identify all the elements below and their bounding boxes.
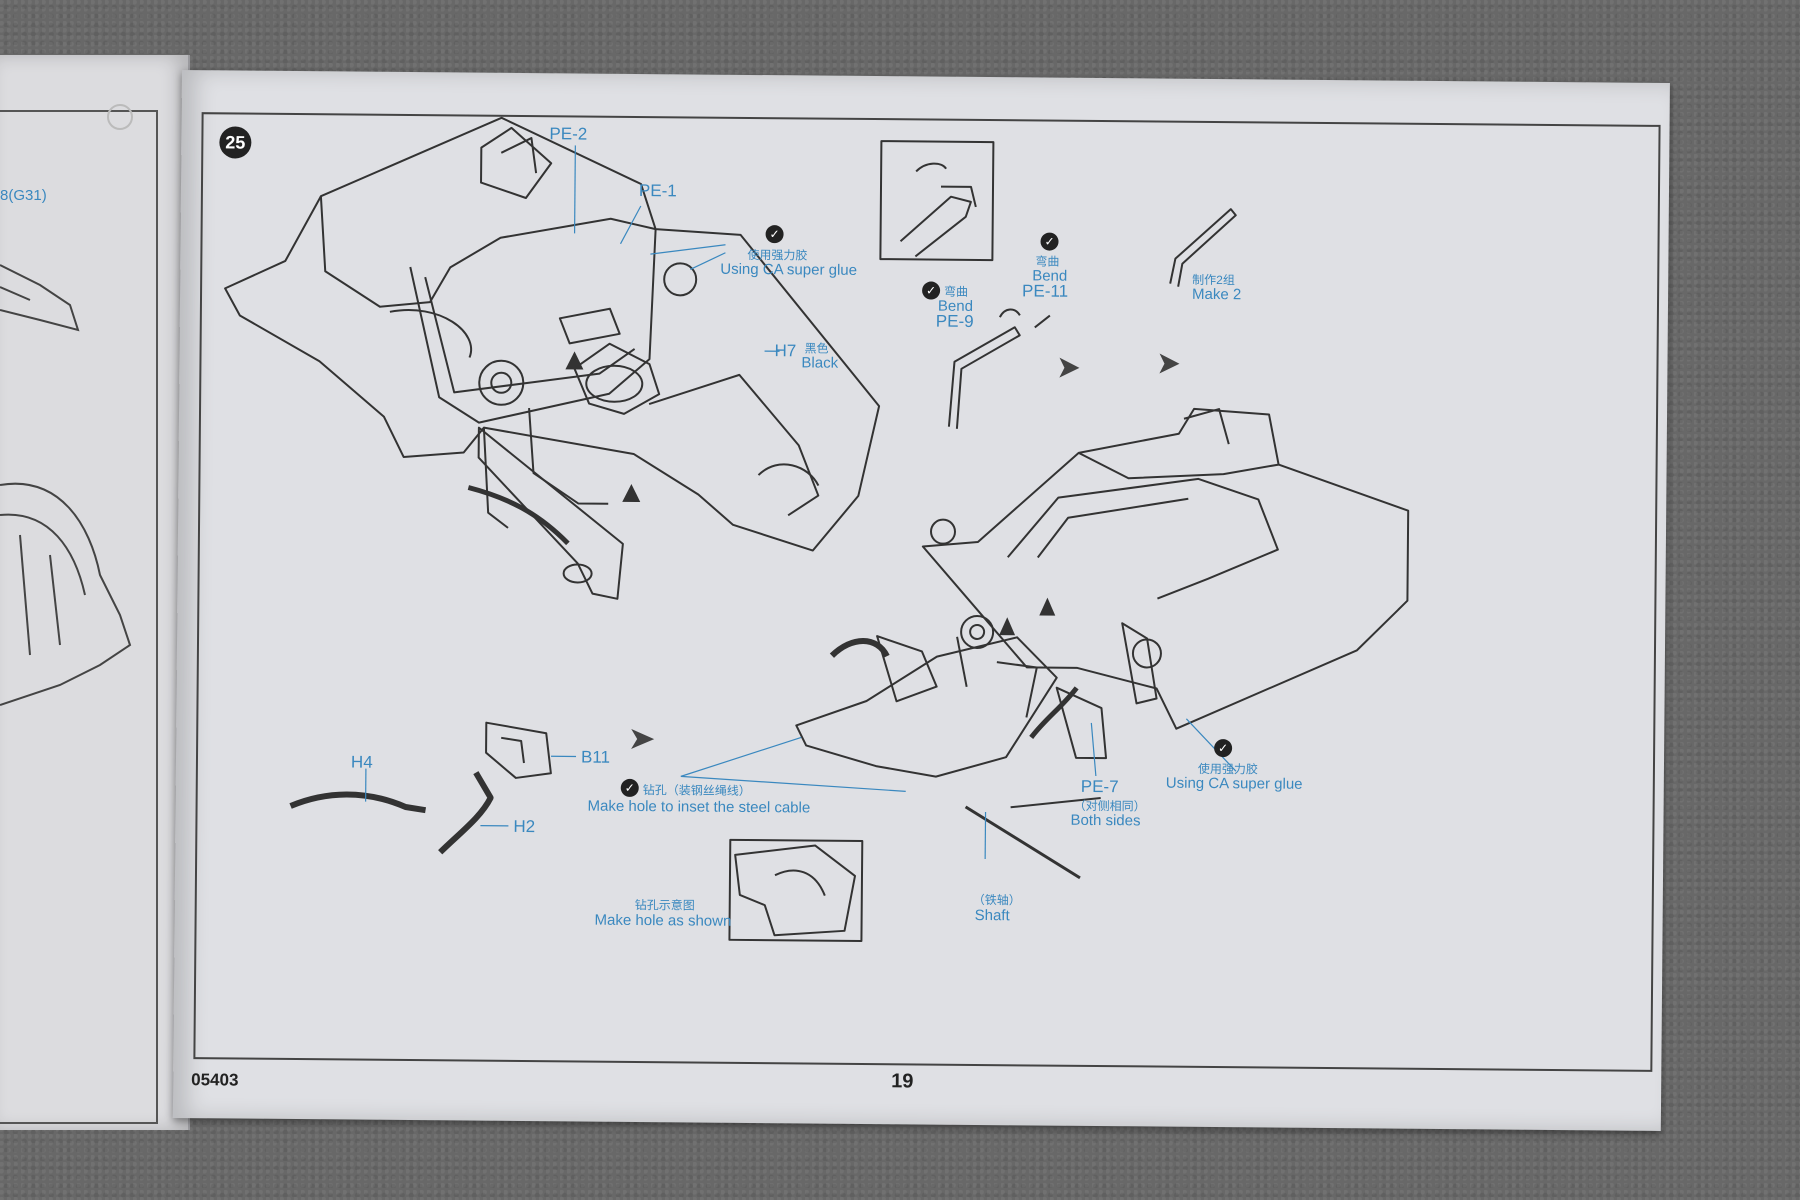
left-fragment-label: 8(G31) <box>0 187 47 204</box>
label-glue-top-en: Using CA super glue <box>720 260 858 279</box>
tick-icon: ✓ <box>1040 232 1059 251</box>
label-pe11: PE-11 <box>1022 281 1069 301</box>
label-both-en: Both sides <box>1070 811 1141 830</box>
tick-icon: ✓ <box>620 778 639 798</box>
chassis-top-left <box>224 116 881 552</box>
label-glue-bottom-en: Using CA super glue <box>1165 774 1303 793</box>
tick-icon: ✓ <box>1214 739 1233 758</box>
inset-bend-detail <box>879 140 995 262</box>
instruction-page: 25 <box>172 70 1670 1131</box>
loose-parts <box>289 721 552 855</box>
product-code: 05403 <box>191 1070 239 1090</box>
side-panel <box>467 426 624 600</box>
inset-hole-detail <box>728 838 864 942</box>
label-pe9: PE-9 <box>935 311 974 331</box>
label-h7: H7 <box>774 341 797 361</box>
label-hole-en: Make hole to inset the steel cable <box>587 797 811 817</box>
tick-icon: ✓ <box>765 225 784 244</box>
label-shaft-en: Shaft <box>974 906 1010 925</box>
page-number: 19 <box>891 1070 914 1093</box>
chassis-bottom-right <box>795 407 1410 809</box>
left-page: 8(G31) <box>0 55 190 1130</box>
arrow-right-icon <box>631 353 1180 749</box>
left-page-frame <box>0 110 158 1124</box>
label-pe2: PE-2 <box>549 124 588 144</box>
label-b11: B11 <box>580 747 611 767</box>
label-h2: H2 <box>513 816 536 837</box>
label-pe7: PE-7 <box>1080 776 1119 797</box>
label-black-en: Black <box>801 354 839 372</box>
assembly-arrows <box>565 351 1056 636</box>
left-page-drawing <box>0 104 133 706</box>
label-make2-en: Make 2 <box>1192 285 1242 304</box>
label-pe1: PE-1 <box>638 180 677 201</box>
assembly-diagram <box>224 116 1410 942</box>
shaft-line <box>964 805 1081 880</box>
label-shown-en: Make hole as shown <box>594 911 732 930</box>
pe-bent-parts <box>947 208 1237 429</box>
leader-lines <box>365 145 1237 860</box>
label-h4: H4 <box>350 752 373 772</box>
